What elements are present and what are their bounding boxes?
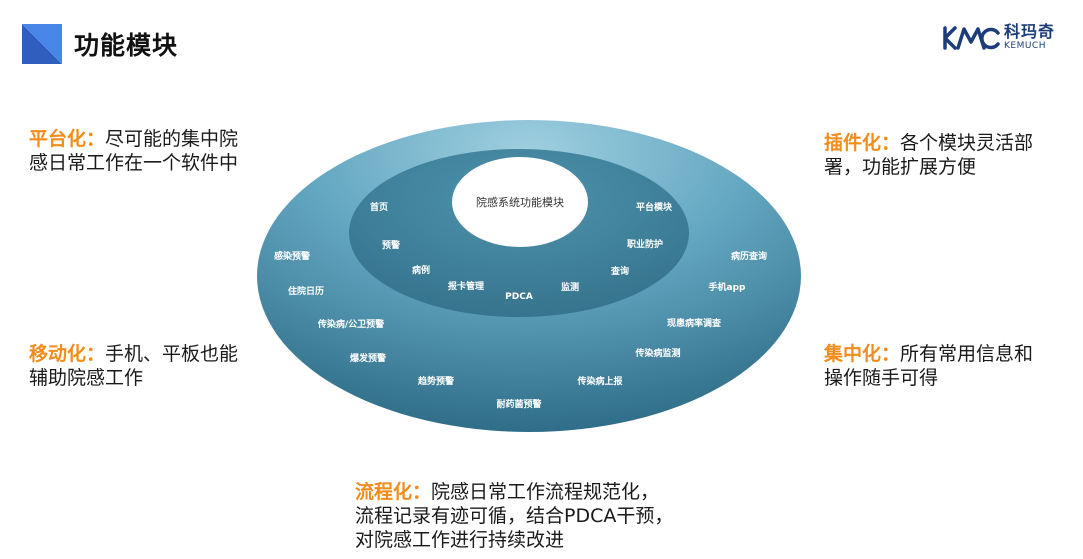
feature-platform: 平台化：尽可能的集中院感日常工作在一个软件中 — [29, 127, 244, 175]
brand-text: 科玛奇 KEMUCH — [1004, 24, 1055, 51]
module-prevalence-survey: 现患病率调查 — [667, 317, 722, 329]
center-ellipse — [452, 157, 588, 247]
module-outbreak-warning: 爆发预警 — [350, 352, 386, 364]
feature-central: 集中化：所有常用信息和操作随手可得 — [824, 342, 1049, 390]
module-infectious-monitoring: 传染病监测 — [634, 347, 680, 359]
module-infectious-public-health-warning: 传染病/公卫预警 — [317, 318, 384, 330]
feature-text: 手机、平板也能辅助院感工作 — [29, 343, 239, 389]
feature-mobile: 移动化：手机、平板也能辅助院感工作 — [29, 342, 244, 390]
module-home: 首页 — [370, 201, 388, 213]
feature-keyword: 移动化： — [29, 343, 106, 365]
module-resistant-bacteria-warning: 耐药菌预警 — [496, 398, 541, 410]
module-infectious-report: 传染病上报 — [576, 375, 622, 387]
module-inpatient-calendar: 住院日历 — [288, 285, 324, 297]
brand-logo: 科玛奇 KEMUCH — [942, 24, 1055, 51]
brand-name: 科玛奇 — [1003, 22, 1055, 41]
module-query: 查询 — [610, 265, 629, 277]
module-record-query: 病历查询 — [731, 250, 767, 262]
module-occupational-protection: 职业防护 — [627, 238, 663, 250]
module-mobile-app: 手机app — [709, 281, 747, 293]
title-triangle-icon — [22, 24, 62, 64]
feature-text: 所有常用信息和操作随手可得 — [824, 343, 1034, 389]
feature-keyword: 集中化： — [824, 343, 901, 365]
feature-process: 流程化：院感日常工作流程规范化， 流程记录有迹可循，结合PDCA干预， 对院感工… — [355, 480, 775, 552]
feature-text: 尽可能的集中院感日常工作在一个软件中 — [29, 128, 239, 174]
module-infection-warning: 感染预警 — [274, 250, 310, 262]
title-block: 功能模块 — [22, 24, 178, 64]
feature-text-line1: 院感日常工作流程规范化， — [431, 481, 660, 503]
feature-plugin: 插件化：各个模块灵活部署，功能扩展方便 — [824, 131, 1049, 179]
feature-text-line3: 对院感工作进行持续改进 — [355, 529, 565, 551]
brand-en-name: KEMUCH — [1003, 41, 1046, 51]
module-warning: 预警 — [382, 239, 400, 251]
module-report-card: 报卡管理 — [448, 280, 484, 292]
feature-keyword: 插件化： — [824, 132, 901, 154]
feature-text-line2: 流程记录有迹可循，结合PDCA干预， — [355, 505, 674, 527]
module-cases: 病例 — [412, 264, 430, 276]
kmc-logo-icon — [943, 25, 1000, 50]
module-trend-warning: 趋势预警 — [418, 375, 454, 387]
feature-text: 各个模块灵活部署，功能扩展方便 — [824, 132, 1034, 178]
feature-keyword: 流程化： — [355, 481, 432, 503]
center-label: 院感系统功能模块 — [476, 195, 564, 209]
module-platform: 平台模块 — [636, 201, 673, 213]
module-pdca: PDCA — [505, 292, 533, 302]
module-monitoring: 监测 — [561, 281, 579, 293]
feature-keyword: 平台化： — [29, 128, 106, 150]
page-title: 功能模块 — [74, 31, 179, 60]
